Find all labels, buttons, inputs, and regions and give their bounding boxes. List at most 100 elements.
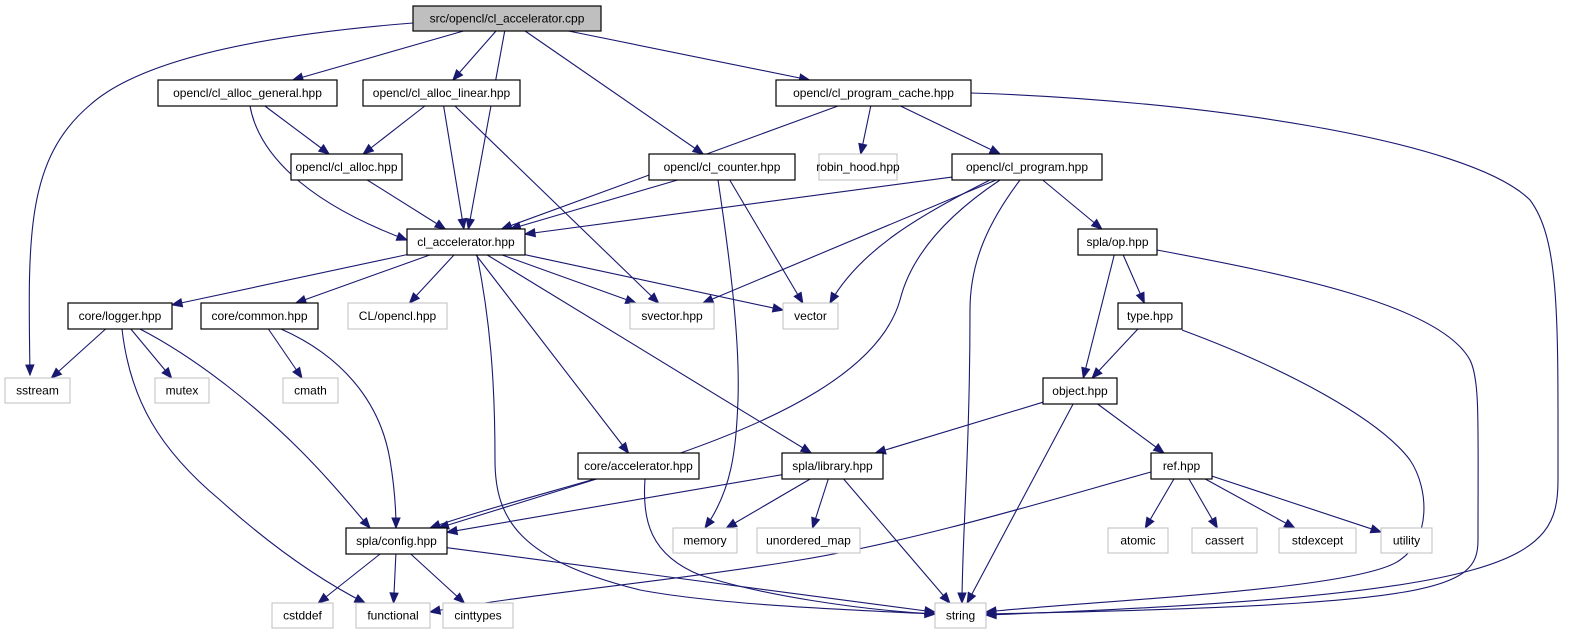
node-label: sstream [16,384,59,398]
edge-logger-to-mutex [130,328,173,379]
edge-logger-to-sstream [50,328,106,379]
node-root[interactable]: src/opencl/cl_accelerator.cpp [412,5,602,32]
node-box [629,302,715,330]
node-label: opencl/cl_alloc.hpp [295,160,397,174]
node-label: type.hpp [1127,309,1173,323]
edge-ref-to-cassert-arrowhead [1207,516,1218,530]
node-common[interactable]: core/common.hpp [200,302,319,330]
node-label: spla/library.hpp [792,459,873,473]
node-box [412,5,602,32]
node-counter[interactable]: opencl/cl_counter.hpp [648,153,796,181]
edge-program-to-vector-arrowhead [829,291,840,305]
edge-config-to-string [446,547,936,613]
node-robin-hood: robin_hood.hpp [816,153,900,181]
edge-common-to-config-arrowhead [391,517,401,530]
node-label: mutex [166,384,199,398]
node-cl-accel[interactable]: cl_accelerator.hpp [406,228,526,256]
edge-ref-to-functional-arrowhead [428,605,442,615]
node-box [756,527,861,554]
node-alloc[interactable]: opencl/cl_alloc.hpp [290,153,403,181]
edge-library-to-config [446,474,783,533]
node-program-cache[interactable]: opencl/cl_program_cache.hpp [775,79,972,107]
node-label: cl_accelerator.hpp [417,235,515,249]
node-label: opencl/cl_program.hpp [966,160,1088,174]
node-label: functional [367,609,418,623]
edge-config-to-cinttypes [410,553,465,604]
node-library[interactable]: spla/library.hpp [781,452,884,480]
edge-config-to-functional-arrowhead [389,592,399,605]
edge-cl-accel-to-vector-arrowhead [771,303,785,313]
node-label: cinttypes [454,609,501,623]
node-config[interactable]: spla/config.hpp [345,527,448,555]
node-box [355,602,431,629]
edge-cl-accel-to-cl-opencl-arrowhead [408,292,421,304]
edge-alloc-general-to-alloc [264,105,330,155]
node-box [782,302,839,330]
edge-op-to-object-arrowhead [1081,366,1091,380]
edge-program-to-svector-arrowhead [701,294,715,304]
node-box [347,302,448,330]
node-box [577,452,700,480]
edge-program-to-op-arrowhead [1090,218,1103,230]
edge-cl-accel-to-cl-opencl [409,254,455,304]
node-core-accel[interactable]: core/accelerator.hpp [577,452,700,480]
node-cassert: cassert [1191,527,1258,554]
node-atomic: atomic [1107,527,1169,554]
node-object[interactable]: object.hpp [1042,377,1118,405]
node-box [154,377,210,404]
edge-counter-to-memory [704,179,739,529]
edge-cl-accel-to-string [476,254,936,615]
node-box [282,377,339,404]
edge-cl-accel-to-vector [524,254,784,311]
edge-object-to-library [875,401,1044,454]
node-box [1150,452,1213,480]
node-box [1380,527,1433,554]
edge-core-accel-to-string [643,478,936,615]
node-cstddef: cstddef [271,602,334,629]
edge-root-to-sstream-arrowhead [25,364,35,377]
node-box [951,153,1103,181]
edge-ref-to-stdexcept [1204,478,1295,529]
edge-op-to-object [1082,254,1115,379]
edge-root-to-alloc-linear-arrowhead [452,68,464,82]
node-label: unordered_map [766,534,851,548]
node-box [290,153,403,181]
edge-alloc-linear-to-svector [454,105,659,304]
node-box [442,602,514,629]
node-label: ref.hpp [1163,459,1201,473]
node-op[interactable]: spla/op.hpp [1077,228,1158,256]
edge-root-to-alloc-general [292,30,464,81]
edge-library-to-config-arrowhead [445,525,459,536]
edge-cl-accel-to-logger [171,254,408,306]
node-label: vector [794,309,827,323]
edge-alloc-linear-to-cl-accel [443,105,465,230]
edge-root-to-cl-accel [467,30,506,230]
node-box [345,527,448,555]
edge-config-to-cstddef [317,553,381,604]
node-label: cstddef [283,609,322,623]
node-memory: memory [672,527,738,554]
node-type[interactable]: type.hpp [1117,302,1183,330]
edge-type-to-object [1091,328,1139,379]
edge-logger-to-mutex-arrowhead [161,366,173,380]
node-box [818,153,898,181]
node-program[interactable]: opencl/cl_program.hpp [951,153,1103,181]
node-ref[interactable]: ref.hpp [1150,452,1213,480]
edge-root-to-alloc-linear [452,30,497,81]
edge-program-to-vector [829,179,991,304]
edge-counter-to-vector [729,179,804,304]
node-logger[interactable]: core/logger.hpp [67,302,173,330]
edge-ref-to-stdexcept-arrowhead [1283,518,1296,529]
edge-object-to-ref [1097,403,1165,454]
node-alloc-general[interactable]: opencl/cl_alloc_general.hpp [157,79,338,107]
node-box [672,527,738,554]
node-box [67,302,173,330]
node-utility: utility [1380,527,1433,554]
node-alloc-linear[interactable]: opencl/cl_alloc_linear.hpp [362,79,521,107]
edge-logger-to-functional-arrowhead [353,594,367,604]
edge-cl-accel-to-common-arrowhead [294,294,308,304]
node-label: object.hpp [1052,384,1108,398]
edge-op-to-string [985,249,1479,615]
edge-cl-accel-to-svector-arrowhead [624,294,638,304]
node-label: robin_hood.hpp [816,160,900,174]
